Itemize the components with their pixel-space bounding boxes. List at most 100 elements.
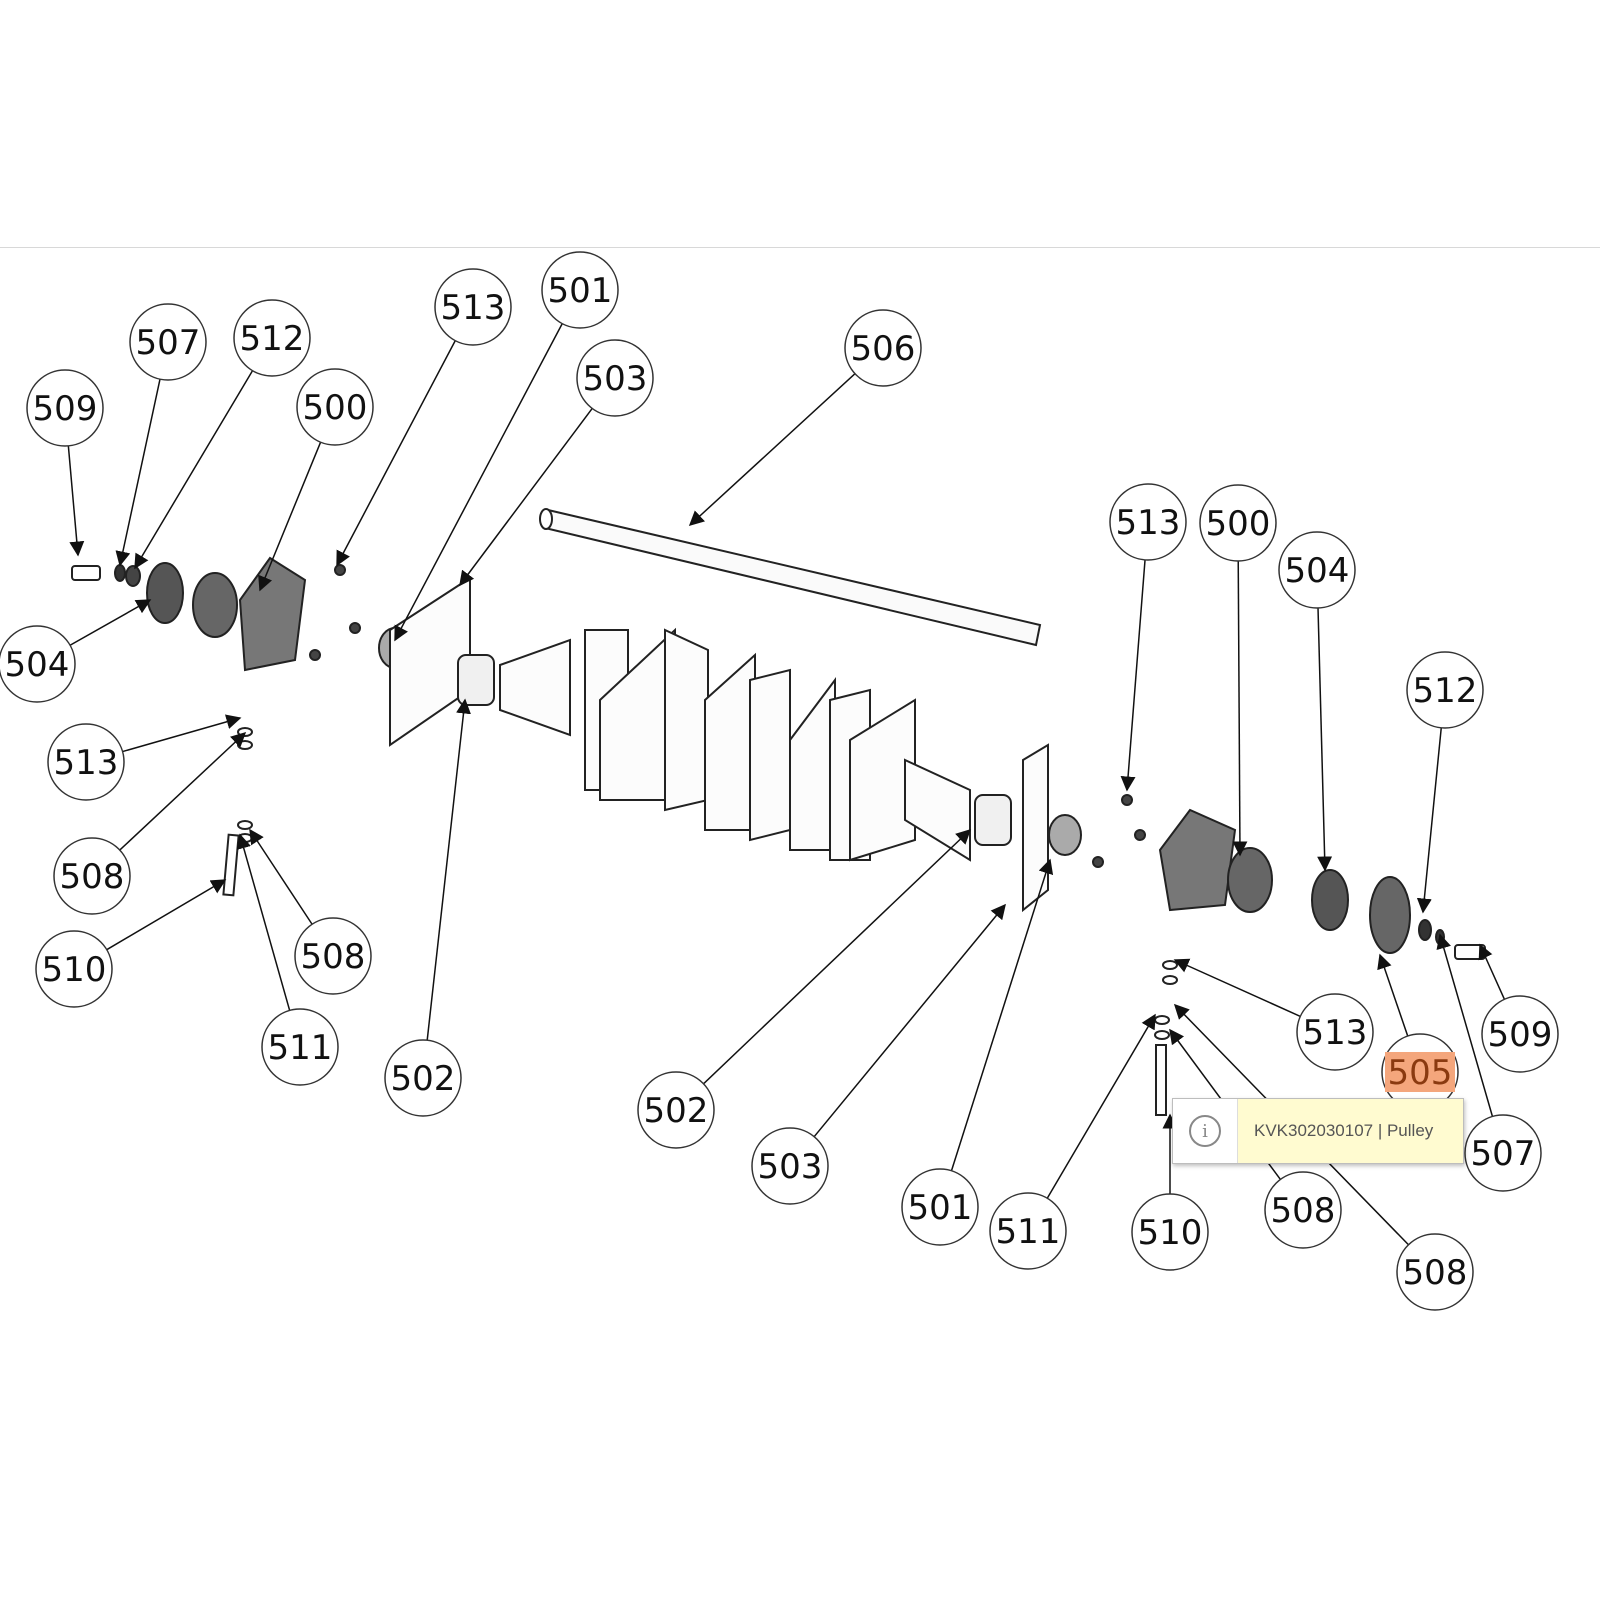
callout-510[interactable]: 510 [1131,1113,1209,1271]
callout-circle [35,930,113,1008]
info-icon: i [1173,1099,1237,1163]
callout-label: 511 [268,1028,333,1068]
callout-506[interactable]: 506 [688,309,922,527]
leader-line [1478,943,1506,1000]
callout-circle [233,299,311,377]
callout-circle [1464,1114,1542,1192]
callout-label: 513 [1116,503,1181,543]
callout-circle [844,309,922,387]
callout-502[interactable]: 502 [384,698,471,1117]
leader-line [258,441,322,592]
callout-508[interactable]: 508 [53,731,247,915]
callout-label: 510 [1138,1213,1203,1253]
leader-line [702,828,972,1085]
callout-circle [296,368,374,446]
callout-circle [129,303,207,381]
callout-501[interactable]: 501 [901,858,1054,1246]
leader-line [1436,933,1494,1117]
callout-circle [1199,484,1277,562]
leader-line [813,903,1006,1138]
callout-510[interactable]: 510 [35,879,227,1008]
callout-circle [1396,1233,1474,1311]
callout-circle [751,1127,829,1205]
callout-512[interactable]: 512 [1406,651,1484,914]
leader-line [1120,559,1146,792]
part-tooltip: i KVK302030107 | Pulley [1172,1098,1464,1164]
callout-512[interactable]: 512 [134,299,311,570]
callout-label: 513 [54,743,119,783]
callout-circle [294,917,372,995]
callout-label: 500 [303,388,368,428]
callout-label: 505 [1388,1053,1453,1093]
leader-line [459,407,593,587]
callout-509[interactable]: 509 [26,369,104,557]
callout-circle [0,625,76,703]
tooltip-text: KVK302030107 | Pulley [1237,1099,1463,1163]
callout-circle [541,251,619,329]
callout-label: 504 [5,645,70,685]
leader-line [67,445,85,557]
shaft-part [539,508,1042,647]
callout-513[interactable]: 513 [47,714,242,801]
callout-505[interactable]: 505 [1377,953,1459,1111]
leader-line [950,858,1054,1172]
callout-label: 506 [851,329,916,369]
leader-line [1416,727,1442,914]
callout-513[interactable]: 513 [1109,483,1187,792]
callout-509[interactable]: 509 [1478,943,1559,1073]
callout-label: 503 [583,359,648,399]
callout-circle [1109,483,1187,561]
callout-504[interactable]: 504 [0,599,152,703]
callout-513[interactable]: 513 [336,268,512,567]
callout-503[interactable]: 503 [459,339,654,587]
callout-502[interactable]: 502 [637,828,972,1149]
leader-line [1317,607,1333,872]
callout-513[interactable]: 513 [1173,958,1374,1071]
callout-label: 501 [908,1188,973,1228]
callout-511[interactable]: 511 [236,833,339,1086]
callout-507[interactable]: 507 [115,303,207,567]
callout-circle [901,1168,979,1246]
callout-504[interactable]: 504 [1278,531,1356,872]
leader-line [394,323,563,642]
callout-500[interactable]: 500 [1199,484,1277,857]
callout-label: 502 [644,1091,709,1131]
callout-501[interactable]: 501 [394,251,619,642]
callout-511[interactable]: 511 [989,1013,1156,1270]
leader-line [122,714,242,753]
callout-circle [637,1071,715,1149]
leader-line [115,378,161,567]
leader-line [426,698,471,1041]
leader-line [106,879,227,951]
callout-507[interactable]: 507 [1436,933,1542,1192]
callout-circle [1131,1193,1209,1271]
callout-circle [434,268,512,346]
callout-label: 502 [391,1059,456,1099]
callout-label: 507 [1471,1134,1536,1174]
callout-circle [261,1008,339,1086]
callout-label: 512 [240,319,305,359]
leader-line [336,340,456,567]
parts-drawing [71,508,1486,1116]
callout-circle [576,339,654,417]
leader-line [69,599,152,646]
callout-label: 511 [996,1212,1061,1252]
callout-circle [1296,993,1374,1071]
leader-line [236,833,291,1011]
callout-label: 503 [758,1147,823,1187]
leader-line [119,731,247,851]
callout-label: 513 [1303,1013,1368,1053]
callout-label: 508 [301,937,366,977]
callout-label: 512 [1413,671,1478,711]
callout-508[interactable]: 508 [249,828,372,995]
callout-500[interactable]: 500 [258,368,374,592]
callout-label: 510 [42,950,107,990]
leader-line [1377,953,1409,1037]
leader-line [1173,958,1301,1018]
callout-circle [1481,995,1559,1073]
callout-circle [384,1039,462,1117]
callout-label: 501 [548,271,613,311]
callout-503[interactable]: 503 [751,903,1006,1205]
callout-label: 513 [441,288,506,328]
